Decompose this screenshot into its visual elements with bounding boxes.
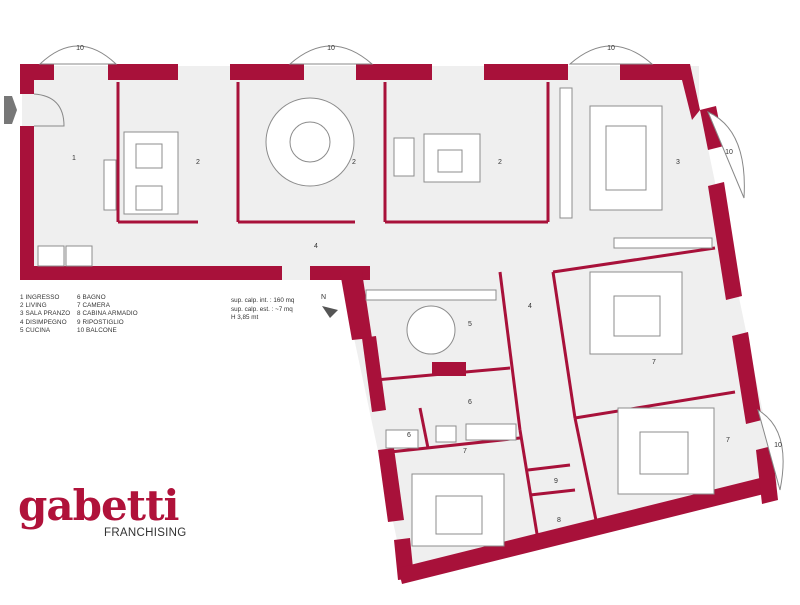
exterior-walls [20,64,778,584]
surface-info: sup. calp. int. : 160 mq sup. calp. est.… [231,297,294,323]
balcony-labels: 10 10 10 10 10 [76,45,782,449]
room-label: 7 [463,448,467,455]
balcony-label: 10 [327,45,335,52]
ceiling-height: H 3,85 mt [231,314,259,322]
legend-item: 2 LIVING [20,302,47,310]
north-arrow-icon [322,306,338,318]
legend-item: 6 BAGNO [77,294,106,301]
balcony-right-lower [757,408,784,491]
balcony-label: 10 [774,442,782,449]
legend-item: 8 CABINA ARMADIO [77,310,138,318]
furniture [37,87,715,547]
room-label: 5 [468,321,472,328]
balcony-label: 10 [725,149,733,156]
gabetti-logo: gabetti FRANCHISING [18,482,188,542]
legend-item: 5 CUCINA [20,326,51,334]
room-label: 2 [196,159,200,166]
legend-item: 9 RIPOSTIGLIO [77,318,124,326]
interior-partitions [116,82,736,541]
balcony-label: 10 [76,45,84,52]
room-label: 4 [314,243,318,250]
room-label: 6 [468,399,472,406]
balcony-top-right [568,45,654,65]
entry-arrow [4,96,17,124]
room-label: 3 [676,159,680,166]
room-label: 8 [557,517,561,524]
surface-internal: sup. calp. int. : 160 mq [231,297,295,304]
room-label: 2 [352,159,356,166]
legend-item: 10 BALCONE [77,326,117,334]
entry-door-swing [33,93,65,127]
room-label: 4 [528,303,532,310]
room-label: 7 [652,359,656,366]
room-legend: 1 INGRESSO 6 BAGNO 2 LIVING 7 CAMERA 3 S… [20,294,187,335]
room-label: 7 [726,437,730,444]
balconies [38,45,784,491]
room-label: 1 [72,155,76,162]
room-label: 9 [554,478,558,485]
room-label: 6 [407,432,411,439]
room-label: 2 [498,159,502,166]
legend-item: 4 DISIMPEGNO [20,318,67,326]
room-labels: 1 2 2 2 3 4 4 5 6 6 7 7 7 8 9 [72,155,730,524]
logo-wordmark: gabetti [18,481,179,530]
balcony-right-upper [707,111,745,199]
legend-item: 1 INGRESSO [20,294,60,301]
balcony-top-middle [288,45,374,65]
legend-item: 3 SALA PRANZO [20,310,71,318]
balcony-label: 10 [607,45,615,52]
surface-external: sup. calp. est. : ~7 mq [231,305,293,313]
legend-item: 7 CAMERA [77,302,110,310]
north-label: N [321,294,327,301]
balcony-top-left [38,45,118,65]
logo-subtitle: FRANCHISING [104,527,187,539]
